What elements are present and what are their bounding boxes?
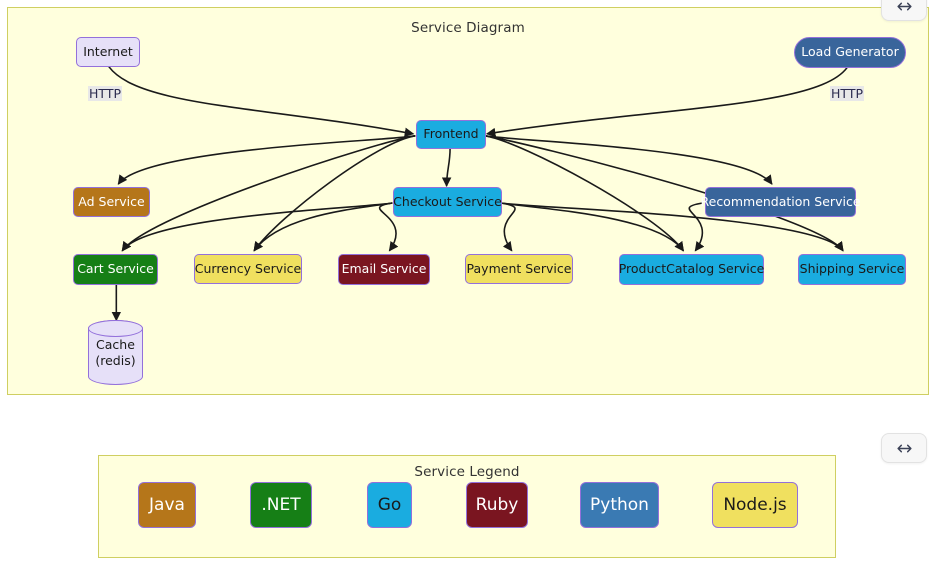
- node-emailservice[interactable]: Email Service: [338, 254, 430, 285]
- node-checkoutservice[interactable]: Checkout Service: [393, 187, 502, 217]
- node-label: Email Service: [342, 262, 427, 276]
- legend-chip-nodejs[interactable]: Node.js: [712, 482, 798, 528]
- node-label: Shipping Service: [800, 262, 905, 276]
- node-label: Checkout Service: [393, 195, 502, 209]
- edge-checkoutservice-to-cartservice: [122, 203, 392, 251]
- legend-title: Service Legend: [99, 464, 835, 480]
- edge-loadgenerator-to-frontend: [487, 68, 847, 134]
- node-currencyservice[interactable]: Currency Service: [194, 254, 302, 284]
- edge-checkoutservice-to-paymentservice: [501, 203, 515, 251]
- node-cache[interactable]: Cache(redis): [88, 320, 143, 385]
- legend-chip-label: .NET: [261, 495, 300, 515]
- legend-chip-go[interactable]: Go: [367, 482, 412, 528]
- legend-chip-label: Ruby: [476, 495, 519, 515]
- node-label: Payment Service: [467, 262, 572, 276]
- edge-frontend-to-recommendation: [485, 136, 772, 184]
- node-label: Frontend: [423, 127, 478, 141]
- node-internet[interactable]: Internet: [76, 37, 140, 67]
- legend-chip-java[interactable]: Java: [138, 482, 196, 528]
- legend-panel: Service Legend Java .NET Go Ruby Python Node.…: [98, 455, 836, 558]
- legend-chip-label: Node.js: [723, 495, 786, 515]
- node-label: Cart Service: [77, 262, 154, 276]
- legend-chip-label: Python: [590, 495, 649, 515]
- edge-frontend-to-checkoutservice: [447, 148, 450, 186]
- edge-frontend-to-productcatalog: [485, 136, 683, 251]
- horizontal-resize-icon: [896, 0, 913, 15]
- node-shippingservice[interactable]: Shipping Service: [798, 254, 906, 285]
- horizontal-resize-icon: [896, 440, 913, 457]
- node-frontend[interactable]: Frontend: [416, 120, 486, 149]
- node-label: ProductCatalog Service: [619, 262, 765, 276]
- edge-label-http-internet: HTTP: [88, 86, 122, 101]
- node-cartservice[interactable]: Cart Service: [73, 254, 158, 285]
- node-label: Cache(redis): [95, 337, 135, 368]
- node-label: Recommendation Service: [701, 195, 861, 209]
- resize-diagram-button[interactable]: [881, 0, 927, 21]
- node-recommendation[interactable]: Recommendation Service: [705, 187, 856, 217]
- cylinder-top: [88, 320, 143, 337]
- edge-label-http-loadgen: HTTP: [830, 86, 864, 101]
- node-productcatalog[interactable]: ProductCatalog Service: [619, 254, 764, 285]
- legend-chip-label: Go: [378, 495, 402, 515]
- legend-chip-label: Java: [149, 495, 185, 515]
- node-adservice[interactable]: Ad Service: [73, 187, 150, 217]
- node-label: Ad Service: [78, 195, 144, 209]
- edge-frontend-to-adservice: [118, 136, 415, 184]
- resize-legend-button[interactable]: [881, 433, 927, 463]
- diagram-panel: Service Diagram InternetLoad GeneratorFr…: [7, 7, 929, 395]
- node-label: Currency Service: [195, 262, 302, 276]
- legend-chip-dotnet[interactable]: .NET: [250, 482, 312, 528]
- node-paymentservice[interactable]: Payment Service: [465, 254, 573, 284]
- node-label: Load Generator: [801, 45, 898, 59]
- edge-frontend-to-currencyservice: [254, 136, 415, 251]
- legend-chip-python[interactable]: Python: [580, 482, 659, 528]
- node-loadgenerator[interactable]: Load Generator: [794, 37, 906, 68]
- edge-recommendation-to-productcatalog: [689, 203, 703, 251]
- legend-chip-ruby[interactable]: Ruby: [466, 482, 528, 528]
- node-label: Internet: [83, 45, 133, 59]
- edge-internet-to-frontend: [109, 67, 413, 134]
